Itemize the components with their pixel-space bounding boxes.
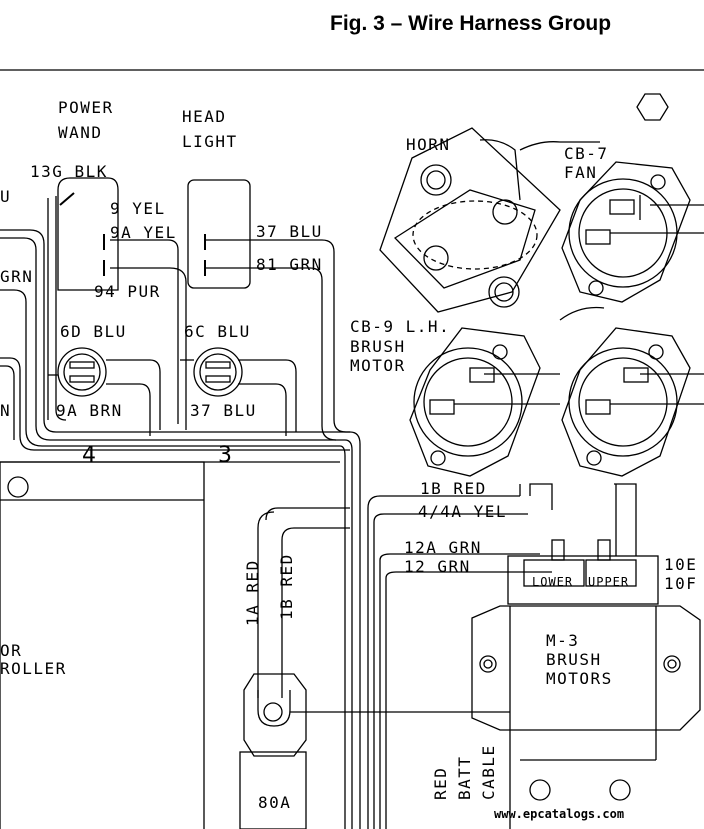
cb7-label-1: CB-7 (564, 144, 609, 163)
wire-12a-label: 12A GRN (404, 538, 482, 557)
wire-1b-label: 1B RED (420, 479, 487, 498)
wire-6d-label: 6D BLU (60, 322, 127, 341)
wire-81-label: 81 GRN (256, 255, 323, 274)
wire-12-label: 12 GRN (404, 557, 471, 576)
m3-label-3: MOTORS (546, 669, 613, 688)
wire-10e-label: 10E (664, 555, 697, 574)
wire-9a-label: 9A YEL (110, 223, 177, 242)
wire-9abrn-label: 9A BRN (56, 401, 123, 420)
controller-label-1: OR (0, 641, 22, 660)
wire-6c-label: 6C BLU (184, 322, 251, 341)
connector-4-label: 4 (82, 443, 96, 468)
wire-37b-label: 37 BLU (190, 401, 257, 420)
controller-label-2: ROLLER (0, 659, 67, 678)
connector-6d (57, 347, 107, 397)
page-title: Fig. 3 – Wire Harness Group (330, 12, 612, 35)
controller-box (0, 461, 340, 829)
fuse-label: 80A (258, 793, 291, 812)
fuse-80a (239, 507, 510, 829)
hex-nut-icon (636, 93, 669, 121)
cb7-label-2: FAN (564, 163, 597, 182)
m3-label-2: BRUSH (546, 650, 602, 669)
batt-cable-label-1: RED (431, 767, 450, 800)
power-wand-connector (57, 177, 119, 291)
horn-component (379, 127, 561, 313)
cb7-breaker (519, 141, 704, 303)
wire-37-label: 37 BLU (256, 222, 323, 241)
batt-cable-label-2: BATT (455, 755, 474, 800)
m3-wires (367, 483, 637, 829)
m3-label-1: M-3 (546, 631, 579, 650)
connector-3-label: 3 (218, 443, 232, 468)
connector-6c (193, 347, 243, 397)
wire-94-label: 94 PUR (94, 282, 161, 301)
power-wand-label-2: WAND (58, 123, 103, 142)
right-breaker (559, 306, 704, 477)
switch-lower-label: LOWER (532, 575, 573, 589)
wire-1b-vertical-label: 1B RED (277, 553, 296, 620)
wire-1a-vertical-label: 1A RED (243, 559, 262, 626)
horn-label: HORN (406, 135, 451, 154)
edge-u-label: U (0, 187, 11, 206)
left-wire-bundle (0, 196, 361, 829)
watermark: www.epcatalogs.com (494, 807, 624, 821)
cb9-label-1: CB-9 L.H. (350, 317, 450, 336)
cb9-breaker (409, 327, 560, 477)
headlight-connector (187, 179, 251, 289)
m3-brush-motors (471, 539, 701, 829)
head-light-label-2: LIGHT (182, 132, 238, 151)
cb9-label-2: BRUSH (350, 337, 406, 356)
edge-grn-label: GRN (0, 267, 33, 286)
edge-n-label: N (0, 401, 11, 420)
batt-cable-label-3: CABLE (479, 744, 498, 800)
wire-13g-label: 13G BLK (30, 162, 108, 181)
switch-upper-label: UPPER (588, 575, 629, 589)
cb9-label-3: MOTOR (350, 356, 406, 375)
wire-9-label: 9 YEL (110, 199, 166, 218)
head-light-label-1: HEAD (182, 107, 227, 126)
wire-10f-label: 10F (664, 574, 697, 593)
power-wand-label-1: POWER (58, 98, 114, 117)
wire-4-label: 4/4A YEL (418, 502, 507, 521)
